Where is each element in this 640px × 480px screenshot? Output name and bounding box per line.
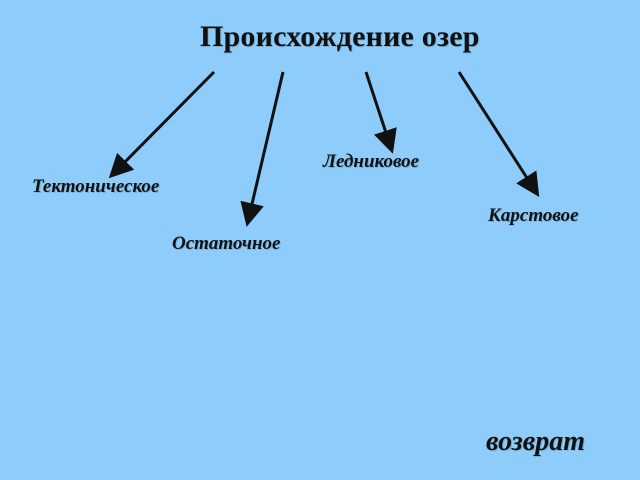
arrow-to-ostatochnoe (240, 71, 285, 227)
node-tektonicheskoe: Тектоническое (32, 176, 160, 197)
arrow-to-tektonicheskoe (108, 70, 216, 179)
node-ostatochnoe: Остаточное (172, 233, 281, 254)
node-lednikovoe: Ледниковое (323, 151, 420, 172)
arrow-to-karstovoe (457, 71, 540, 198)
node-karstovoe: Карстовое (488, 205, 579, 226)
arrow-to-lednikovoe (364, 71, 397, 154)
diagram-title: Происхождение озер (200, 20, 480, 53)
back-link[interactable]: возврат (486, 426, 585, 457)
